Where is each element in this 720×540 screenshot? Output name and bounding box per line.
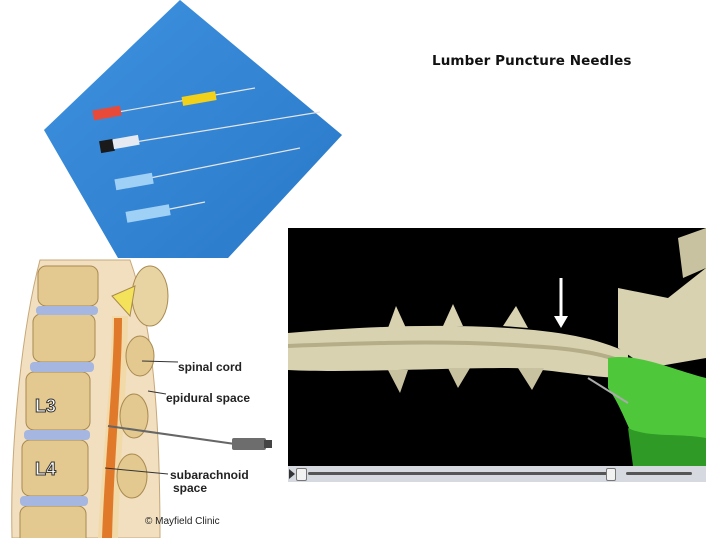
volume-slider[interactable] bbox=[626, 472, 692, 475]
slide-title: Lumber Puncture Needles bbox=[432, 53, 632, 69]
label-l3: L3 bbox=[34, 396, 57, 417]
credit-text: © Mayfield Clinic bbox=[145, 516, 220, 527]
play-icon[interactable] bbox=[288, 466, 296, 482]
label-subarachnoid-space: space bbox=[173, 481, 208, 495]
seek-handle[interactable] bbox=[296, 468, 307, 481]
needle-red bbox=[92, 87, 256, 121]
label-subarachnoid: subarachnoid bbox=[170, 468, 249, 482]
vertebral-bodies bbox=[19, 265, 99, 538]
needle-blue-1 bbox=[114, 147, 301, 191]
spine-diagram bbox=[11, 259, 272, 538]
label-spinal-cord: spinal cord bbox=[178, 360, 243, 374]
label-epidural-space: epidural space bbox=[166, 391, 251, 405]
spinal-needle bbox=[107, 425, 272, 450]
needles-photo bbox=[44, 0, 342, 258]
spinous-processes bbox=[116, 265, 169, 499]
needle-blue-2 bbox=[125, 201, 206, 223]
spine-model-image bbox=[287, 228, 706, 466]
needle-black bbox=[99, 111, 321, 154]
volume-handle[interactable] bbox=[606, 468, 616, 481]
seek-track[interactable] bbox=[308, 472, 608, 475]
intervertebral-discs bbox=[20, 306, 98, 506]
label-l4: L4 bbox=[34, 459, 57, 480]
spinal-cord bbox=[102, 318, 122, 538]
video-controls bbox=[288, 466, 706, 482]
video-frame[interactable] bbox=[287, 228, 706, 482]
